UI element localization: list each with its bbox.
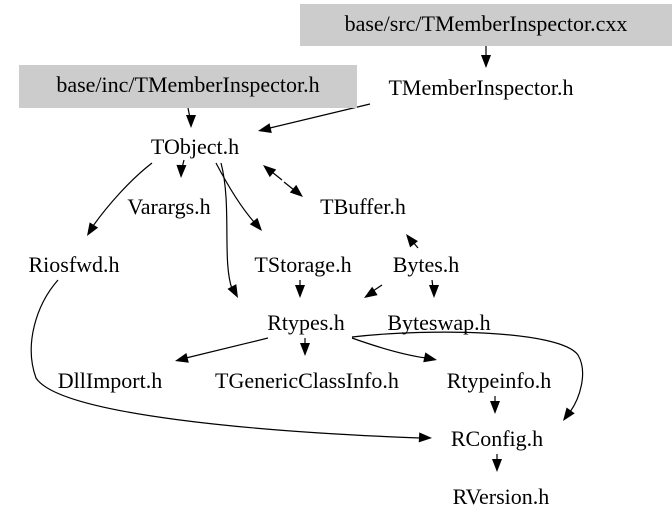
node-label: DllImport.h — [58, 368, 163, 393]
edge-arrowhead — [186, 115, 196, 128]
node-highlight-box — [19, 65, 357, 108]
node-label: RVersion.h — [453, 484, 550, 509]
node-layer: base/src/TMemberInspector.cxx base/inc/TM… — [19, 4, 672, 509]
node-label: Bytes.h — [393, 252, 460, 277]
node-label: RConfig.h — [451, 426, 543, 451]
node-label: TBuffer.h — [320, 194, 406, 219]
node-label: TMemberInspector.h — [388, 75, 573, 100]
node-label: base/inc/TMemberInspector.h — [56, 72, 319, 97]
graph-edge — [258, 103, 371, 133]
edge-arrowhead — [490, 401, 500, 414]
edge-arrowhead — [481, 55, 491, 68]
edge-line — [30, 279, 421, 439]
edge-arrowhead — [423, 352, 437, 363]
graph-node-rconfig-h[interactable]: RConfig.h — [451, 426, 543, 451]
edge-line — [372, 284, 383, 292]
edge-line — [283, 181, 295, 191]
graph-node-base-inc-tmemberinspector-h[interactable]: base/inc/TMemberInspector.h — [19, 65, 357, 108]
graph-edge — [283, 181, 303, 197]
graph-node-riosfwd-h[interactable]: Riosfwd.h — [28, 252, 119, 277]
edge-arrowhead — [289, 184, 303, 197]
edge-arrowhead — [295, 285, 305, 298]
graph-node-bytes-h[interactable]: Bytes.h — [393, 252, 460, 277]
edge-arrowhead — [418, 432, 432, 443]
graph-node-tobject-h[interactable]: TObject.h — [151, 134, 239, 159]
edge-arrowhead — [249, 217, 262, 231]
node-label: Varargs.h — [127, 194, 210, 219]
node-label: TObject.h — [151, 134, 239, 159]
graph-edge — [220, 162, 238, 298]
edge-line — [92, 162, 153, 227]
graph-node-byteswap-h[interactable]: Byteswap.h — [387, 310, 490, 335]
graph-node-tmemberinspector-h[interactable]: TMemberInspector.h — [388, 75, 573, 100]
graph-edge — [186, 107, 196, 128]
edge-arrowhead — [175, 353, 189, 363]
edge-layer — [30, 46, 584, 472]
node-label: Riosfwd.h — [28, 252, 119, 277]
edge-arrowhead — [300, 343, 310, 356]
node-label: Rtypeinfo.h — [447, 368, 552, 393]
edge-arrowhead — [87, 222, 99, 236]
graph-edge — [351, 337, 437, 363]
graph-node-rtypeinfo-h[interactable]: Rtypeinfo.h — [447, 368, 552, 393]
edge-line — [351, 331, 584, 413]
graph-edge — [175, 337, 269, 363]
edge-arrowhead — [406, 234, 418, 248]
graph-node-dllimport-h[interactable]: DllImport.h — [58, 368, 163, 393]
graph-node-tgenericclassinfo-h[interactable]: TGenericClassInfo.h — [215, 368, 399, 393]
graph-node-tstorage-h[interactable]: TStorage.h — [254, 252, 351, 277]
node-label: Byteswap.h — [387, 310, 490, 335]
graph-edge — [30, 279, 432, 443]
graph-edge — [300, 338, 310, 356]
edge-arrowhead — [258, 123, 272, 133]
edge-arrowhead — [227, 284, 238, 298]
graph-edge — [176, 159, 187, 178]
node-label: TStorage.h — [254, 252, 351, 277]
edge-line — [271, 171, 283, 181]
graph-edge — [295, 280, 305, 298]
graph-node-rtypes-h[interactable]: Rtypes.h — [267, 310, 345, 335]
graph-edge — [87, 162, 153, 236]
graph-edge — [492, 454, 502, 472]
graph-edge — [481, 46, 491, 68]
graph-edge — [429, 279, 439, 298]
node-label: TGenericClassInfo.h — [215, 368, 399, 393]
edge-arrowhead — [364, 286, 378, 298]
node-label: base/src/TMemberInspector.cxx — [345, 11, 628, 36]
graph-node-tbuffer-h[interactable]: TBuffer.h — [320, 194, 406, 219]
edge-arrowhead — [492, 459, 502, 472]
node-highlight-box — [300, 4, 672, 46]
edge-arrowhead — [429, 285, 439, 298]
graph-edge — [351, 331, 584, 421]
edge-line — [185, 337, 269, 359]
edge-arrowhead — [563, 407, 575, 421]
graph-edge — [490, 396, 500, 414]
graph-edge — [406, 234, 419, 249]
graph-node-rversion-h[interactable]: RVersion.h — [453, 484, 550, 509]
graph-edge — [364, 284, 383, 298]
graph-node-varargs-h[interactable]: Varargs.h — [127, 194, 210, 219]
graph-node-base-src-tmemberinspector-cxx[interactable]: base/src/TMemberInspector.cxx — [300, 4, 672, 46]
graph-edge — [215, 162, 262, 231]
edge-arrowhead — [176, 164, 187, 178]
edge-line — [220, 162, 233, 290]
edge-arrowhead — [263, 165, 277, 178]
graph-edge — [263, 165, 283, 181]
edge-line — [351, 337, 427, 359]
edge-line — [215, 162, 255, 223]
node-label: Rtypes.h — [267, 310, 345, 335]
